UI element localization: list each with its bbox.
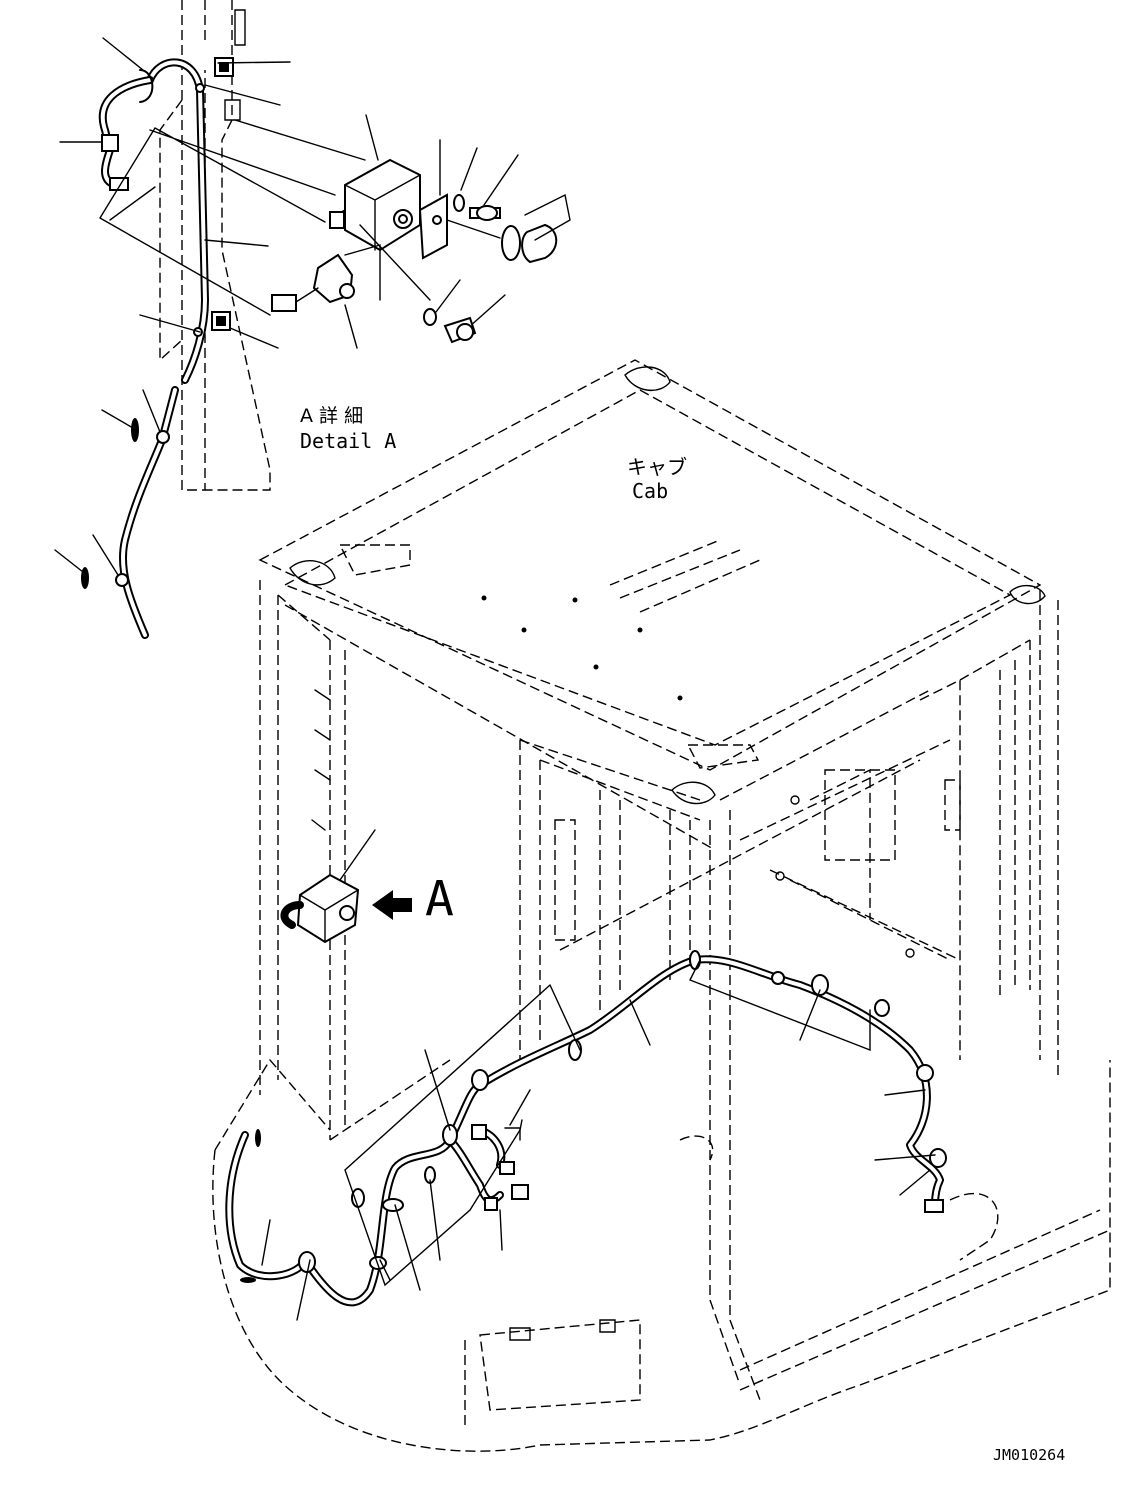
detail-label-jp: A 詳 細 xyxy=(300,405,363,427)
cab-view: A キャブ Cab xyxy=(212,359,1111,1452)
drawing-number: JM010264 xyxy=(993,1446,1065,1464)
view-letter: A xyxy=(425,871,454,927)
cab-label-en: Cab xyxy=(632,479,668,503)
cab-label-jp: キャブ xyxy=(627,455,687,479)
detail-label-en: Detail A xyxy=(300,429,396,453)
detail-a-view: A 詳 細 Detail A xyxy=(54,0,571,639)
